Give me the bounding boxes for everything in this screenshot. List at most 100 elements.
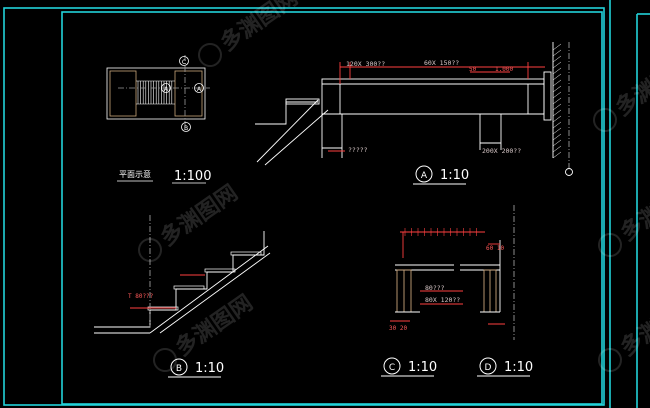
watermark-3: 多渊图网 <box>593 50 650 132</box>
wall-hatch-line <box>552 73 562 81</box>
watermark-text: 多渊图网 <box>611 50 650 122</box>
stair-b-soffit-2 <box>159 252 271 334</box>
plan-marker-bottom: B <box>181 122 191 132</box>
section-c-scale: 1:10 <box>408 360 437 375</box>
section-a-note-left: ????? <box>348 146 368 154</box>
plan-marker-mid-left-letter: A <box>164 86 169 93</box>
section-a-letter: A <box>421 171 428 181</box>
beam-body <box>321 83 545 115</box>
watermark-logo-icon <box>198 43 222 67</box>
plan-view: C A A B <box>106 55 210 132</box>
plan-stair-treads <box>136 80 175 105</box>
section-c-dim-2: 80X 120?? <box>425 296 460 304</box>
watermark-text: 多渊图网 <box>616 290 650 362</box>
wall-hatch-line <box>552 61 562 69</box>
section-a-scale: 1:10 <box>440 168 469 183</box>
section-c-dim-1: 80??? <box>425 284 445 292</box>
section-b-drawing <box>94 215 271 334</box>
section-a-drawing <box>255 42 573 176</box>
plan-left-block <box>109 70 137 117</box>
plan-marker-mid-right-letter: A <box>197 86 202 93</box>
section-marker-icon <box>181 122 191 132</box>
wall-hatch-line <box>552 139 562 147</box>
section-d-title: D 1:10 <box>477 357 533 377</box>
section-bubble-icon <box>415 165 433 183</box>
plan-marker-top: C <box>179 56 189 66</box>
plan-marker-mid-right: A <box>194 83 204 93</box>
wall-hatch-line <box>552 49 562 57</box>
plan-right-block <box>174 70 203 117</box>
stair-b-soffit <box>149 245 269 334</box>
outer-frame-left <box>3 7 605 406</box>
watermark-logo-icon <box>153 348 177 372</box>
section-a-title: A 1:10 <box>413 165 469 185</box>
wall-hatch-line <box>552 151 562 159</box>
section-bubble-icon <box>479 357 497 375</box>
wall-hatch-line <box>552 67 562 75</box>
section-b-scale: 1:10 <box>195 361 224 376</box>
section-b-note: T 80??? <box>128 293 154 300</box>
watermark-4: 多渊图网 <box>198 0 303 67</box>
plan-title: 平面示意 <box>119 169 151 179</box>
wall-post <box>543 71 552 121</box>
wall-hatch-line <box>552 85 562 93</box>
wall-hatch-line <box>552 91 562 99</box>
section-marker-icon <box>194 83 204 93</box>
wall-hatch-line <box>552 103 562 111</box>
section-marker-icon <box>161 83 171 93</box>
section-a-dim-top-left: 120X 300?? <box>346 60 385 68</box>
inner-frame <box>61 11 603 405</box>
section-c-dim-3: 30 20 <box>389 325 407 332</box>
wall-hatch-line <box>552 55 562 63</box>
section-a-dim-small-1: 50 <box>469 66 477 73</box>
wall-hatch <box>552 43 562 159</box>
plan-scale: 1:100 <box>174 169 211 184</box>
plan-marker-bottom-letter: B <box>184 125 188 132</box>
wall-hatch-line <box>552 43 562 51</box>
watermark-logo-icon <box>138 238 162 262</box>
frame-borders <box>3 0 650 408</box>
wall-hatch-line <box>552 79 562 87</box>
wall-hatch-line <box>552 145 562 153</box>
stair-steps-a <box>255 101 318 125</box>
stair-b-nosing <box>147 306 179 311</box>
stair-b-nosing <box>230 251 262 256</box>
plan-outline <box>106 67 206 120</box>
section-c-title: C 1:10 <box>381 357 437 377</box>
wall-hatch-line <box>552 109 562 117</box>
watermarks: 多渊图网 多渊图网 多渊图网 多渊图网 多渊图网 多渊图网 <box>138 0 650 372</box>
stair-stringer-upper <box>256 99 319 163</box>
axis-bubble-icon <box>565 168 573 176</box>
stair-b-nosing <box>173 285 205 290</box>
section-a-dim-small-2: 1.000 <box>495 66 513 73</box>
plan-marker-top-letter: C <box>182 59 186 66</box>
section-d-scale: 1:10 <box>504 360 533 375</box>
wall-hatch-line <box>552 115 562 123</box>
wall-hatch-line <box>552 121 562 129</box>
wall-hatch-line <box>552 133 562 141</box>
section-d-letter: D <box>485 363 492 373</box>
section-a-dim-bottom-right: 200X 200?? <box>482 147 521 155</box>
section-c-letter: C <box>389 363 395 373</box>
watermark-logo-icon <box>598 233 622 257</box>
section-bubble-icon <box>383 357 401 375</box>
watermark-text: 多渊图网 <box>616 175 650 247</box>
section-marker-icon <box>179 56 189 66</box>
section-a-dim-top-mid: 60X 150?? <box>424 59 459 67</box>
watermark-logo-icon <box>593 108 617 132</box>
watermark-text: 多渊图网 <box>171 290 258 362</box>
watermark-logo-icon <box>598 348 622 372</box>
c-dim-ticks <box>404 228 477 236</box>
section-cd-drawing <box>390 205 515 340</box>
beam-top <box>321 78 545 85</box>
stair-stringer-lower <box>264 109 329 166</box>
wall-hatch-line <box>552 97 562 105</box>
watermark-text: 多渊图网 <box>156 180 243 252</box>
stair-landing-nosing <box>285 98 320 105</box>
section-b-letter: B <box>176 364 182 374</box>
section-bubble-icon <box>170 358 188 376</box>
plan-marker-mid-left: A <box>161 83 171 93</box>
wall-hatch-line <box>552 127 562 135</box>
